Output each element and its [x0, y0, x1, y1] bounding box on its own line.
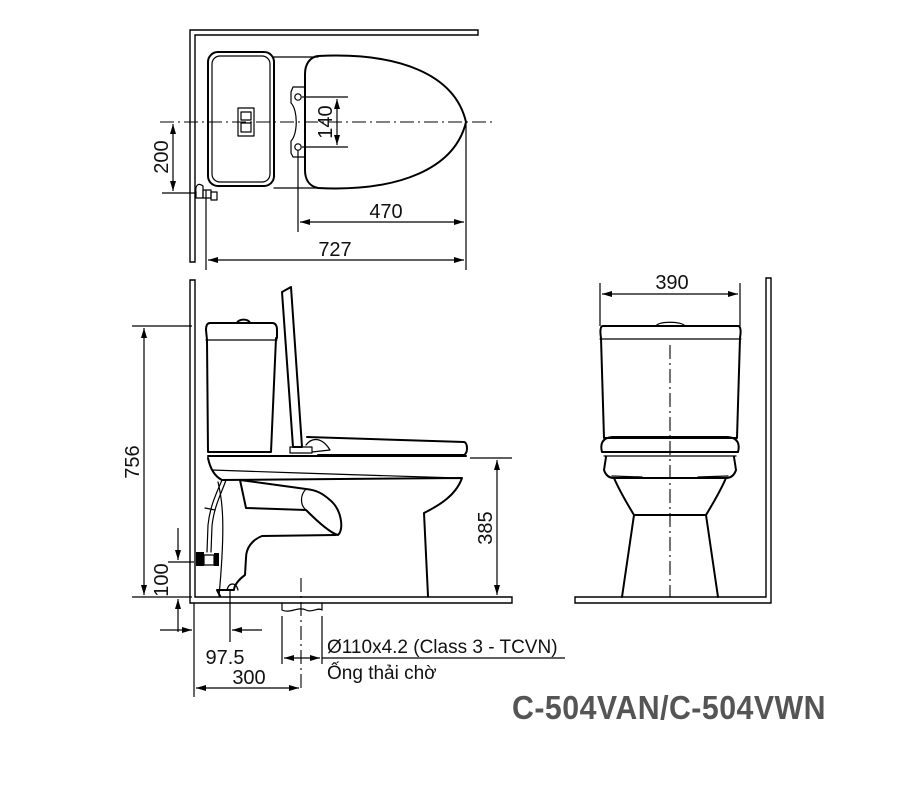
side-view-wall-floor [189, 279, 513, 604]
dim-water-supply-offset: 97.5 [206, 647, 245, 669]
dim-water-supply-height: 100 [151, 563, 173, 596]
drain-pipe-label: Ống thải chờ [327, 662, 437, 684]
seat-side-outline [306, 436, 468, 456]
flush-button-icon [237, 107, 255, 137]
side-view: 756 100 385 97.5 300 Ø110x4.2 (Class 3 -… [122, 279, 565, 697]
drain-pipe [281, 602, 323, 612]
front-view: 390 [574, 272, 772, 604]
bowl-side-outline [207, 457, 463, 597]
dim-overall-height: 756 [122, 445, 144, 478]
hinge-bolt-icon [294, 143, 302, 151]
dim-overall-width: 390 [655, 272, 688, 294]
model-title: C-504VAN/C-504VWN [512, 689, 826, 726]
dim-seat-hinge-spacing: 140 [315, 105, 337, 138]
trapway [239, 479, 343, 536]
pedestal-front [621, 514, 719, 598]
dim-seat-length: 470 [369, 201, 402, 223]
supply-valve-icon [195, 183, 204, 199]
tank-side-outline [205, 322, 278, 453]
bowl-front-outline [603, 456, 737, 479]
seat-hinge-side [305, 439, 331, 453]
pedestal-side [216, 534, 337, 597]
dim-drain-center-from-wall: 200 [151, 140, 173, 173]
drain-pipe-spec: Ø110x4.2 (Class 3 - TCVN) [327, 637, 558, 658]
tank-top-outline [207, 51, 275, 187]
supply-hose [206, 479, 223, 553]
supply-valve-side-icon [196, 552, 204, 566]
front-view-wall-floor [574, 277, 772, 604]
dim-seat-height: 385 [475, 511, 497, 544]
tank-front-outline [599, 325, 742, 439]
dim-overall-length: 727 [318, 239, 351, 261]
hinge-bolt-icon [294, 93, 302, 101]
dim-drain-distance-from-wall: 300 [232, 667, 265, 689]
top-view: 140 200 470 727 [151, 29, 495, 270]
tank-top-inner [211, 55, 271, 183]
seat-top-outline [304, 54, 467, 190]
seat-front-outline [600, 436, 740, 453]
seat-lid-raised [281, 286, 303, 448]
seat-hinge-bracket [290, 86, 306, 158]
top-view-wall [189, 29, 479, 263]
